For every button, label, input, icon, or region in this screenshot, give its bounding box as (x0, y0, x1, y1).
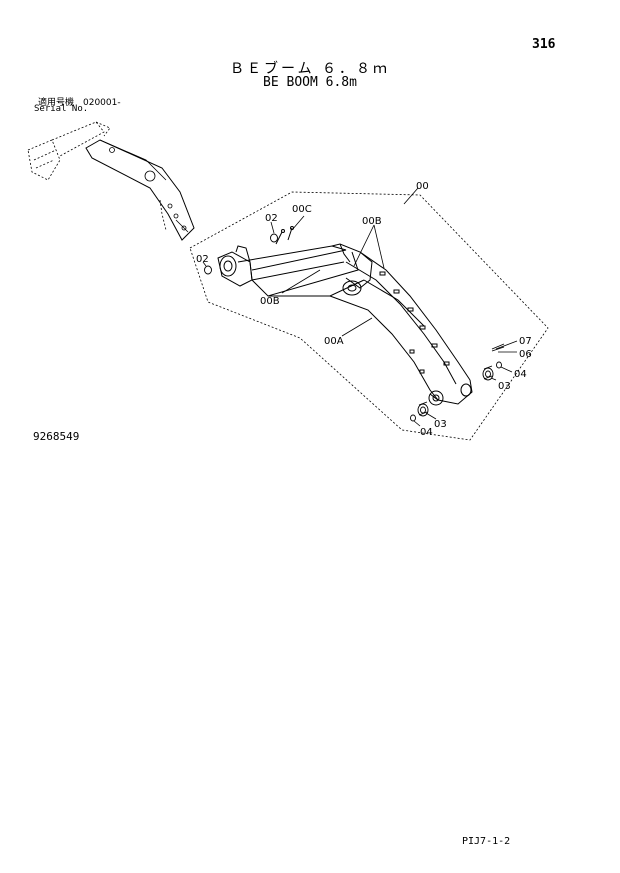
callout-02-left: 02 (196, 254, 209, 265)
boom-drawing (217, 226, 473, 406)
page-number: 316 (532, 37, 556, 52)
callout-07: 07 (519, 336, 532, 347)
callout-04-bottom: 04 (420, 427, 433, 438)
callout-00C: 00C (292, 204, 312, 215)
key-view-excavator (27, 121, 195, 241)
callout-00A: 00A (324, 336, 344, 347)
callout-03-right: 03 (498, 381, 511, 392)
footer-code: PIJ7-1-2 (462, 836, 511, 847)
callout-06: 06 (519, 349, 532, 360)
callout-04-right: 04 (514, 369, 527, 380)
serial-label-jp: 適用号機 020001- (38, 98, 121, 108)
callout-03-bottom: 03 (434, 419, 447, 430)
page-title-en: BE BOOM 6.8m (263, 75, 357, 90)
assembly-boundary (189, 191, 549, 441)
serial-label-en: Serial No. (34, 104, 89, 114)
drawing-number: 9268549 (33, 430, 80, 443)
callout-00B-top: 00B (362, 216, 382, 227)
callout-02-top: 02 (265, 213, 278, 224)
leader-lines (202, 187, 518, 427)
callout-00: 00 (416, 181, 429, 192)
page-title-jp: ＢＥブーム ６．８ｍ (229, 61, 391, 77)
loose-parts (204, 233, 505, 422)
callout-00B-left: 00B (260, 296, 280, 307)
